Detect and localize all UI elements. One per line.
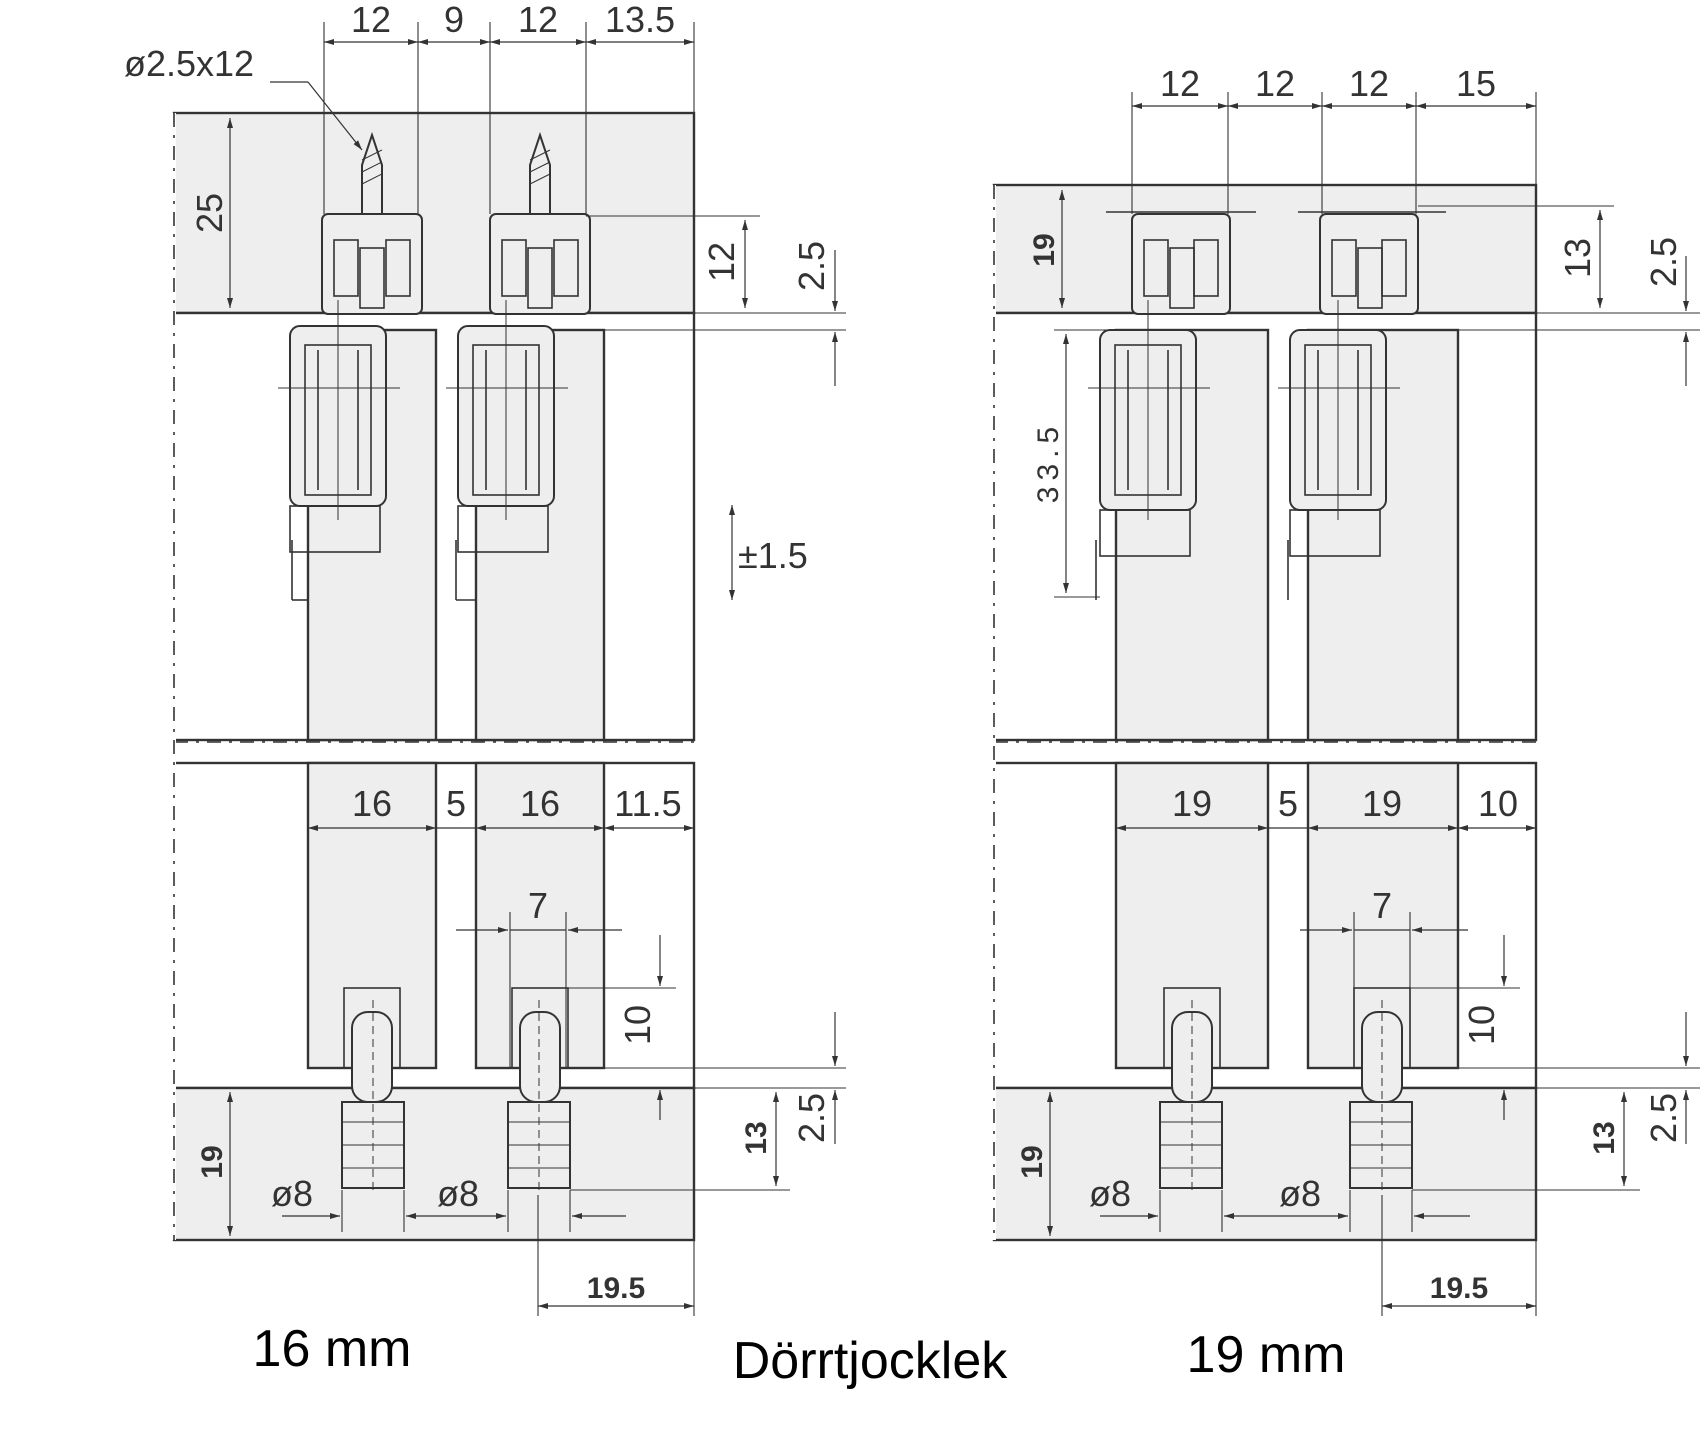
left-top-dim-4: 13.5 [605, 0, 675, 40]
left-door-dim-3: 16 [520, 783, 560, 824]
left-door-dim-1: 16 [352, 783, 392, 824]
left-top-dim-1: 12 [351, 0, 391, 40]
right-top-dim-2: 12 [1255, 63, 1295, 104]
left-bottom-offset: 19.5 [587, 1272, 645, 1305]
caption-16mm: 16 mm [253, 1320, 412, 1378]
right-top-dim-1: 12 [1160, 63, 1200, 104]
right-door-dim-4: 10 [1478, 783, 1518, 824]
right-pin-width: 7 [1372, 885, 1392, 926]
left-door-dim-4: 11.5 [614, 783, 681, 824]
left-hole-dia-2: ø8 [437, 1173, 479, 1214]
left-guide-gap: 2.5 [791, 241, 832, 291]
right-hanger-2 [1278, 211, 1446, 600]
left-drawing-16mm: 12 9 12 13.5 ø2.5x12 25 12 2.5 ±1.5 16 5… [124, 0, 846, 1316]
left-guide-height: 12 [701, 242, 742, 282]
left-pin-height: 10 [617, 1005, 658, 1045]
left-screw-2 [529, 131, 551, 215]
right-bottom-guide-1 [1159, 987, 1223, 1195]
right-hanger-height: 33.5 [1032, 421, 1065, 503]
left-top-rail [172, 111, 696, 315]
left-bottom-depth: 13 [740, 1121, 773, 1154]
right-rail-height: 19 [1028, 233, 1061, 266]
right-bottom-guide-2 [1349, 987, 1413, 1195]
right-bottom-gap: 2.5 [1643, 1093, 1684, 1143]
left-door-dim-2: 5 [446, 783, 466, 824]
right-hole-dia-2: ø8 [1279, 1173, 1321, 1214]
caption-door-thickness: Dörrtjocklek [733, 1332, 1008, 1390]
right-top-rail [992, 183, 1538, 315]
left-hanger-2 [446, 213, 591, 601]
left-bottom-guide-2 [507, 987, 571, 1195]
left-bottom-floor [172, 1086, 696, 1242]
left-hole-dia-1: ø8 [271, 1173, 313, 1214]
left-floor-height: 19 [196, 1145, 229, 1178]
right-door-dim-1: 19 [1172, 783, 1212, 824]
right-bottom-depth: 13 [1588, 1121, 1621, 1154]
left-pin-width: 7 [528, 885, 548, 926]
left-screw-label: ø2.5x12 [124, 43, 254, 84]
left-hanger-1 [278, 213, 423, 601]
left-screw-1 [361, 131, 383, 215]
left-adjust: ±1.5 [738, 535, 808, 576]
right-floor-height: 19 [1016, 1145, 1049, 1178]
right-guide-height: 13 [1557, 238, 1598, 278]
right-drawing-19mm: 12 12 12 15 19 13 2.5 33.5 19 5 19 10 [992, 63, 1700, 1316]
left-bottom-guide-1 [341, 987, 405, 1195]
left-top-dim-3: 12 [518, 0, 558, 40]
right-door-dim-3: 19 [1362, 783, 1402, 824]
right-bottom-floor [992, 1086, 1538, 1242]
right-hanger-1 [1088, 211, 1256, 600]
right-hole-dia-1: ø8 [1089, 1173, 1131, 1214]
left-bottom-gap: 2.5 [791, 1093, 832, 1143]
caption-19mm: 19 mm [1187, 1326, 1346, 1384]
right-door-dim-2: 5 [1278, 783, 1298, 824]
left-rail-height: 25 [189, 193, 230, 233]
right-top-dim-3: 12 [1349, 63, 1389, 104]
right-guide-gap: 2.5 [1643, 237, 1684, 287]
left-top-dim-2: 9 [444, 0, 464, 40]
right-pin-height: 10 [1461, 1005, 1502, 1045]
right-bottom-offset: 19.5 [1430, 1272, 1488, 1305]
right-top-dim-4: 15 [1456, 63, 1496, 104]
